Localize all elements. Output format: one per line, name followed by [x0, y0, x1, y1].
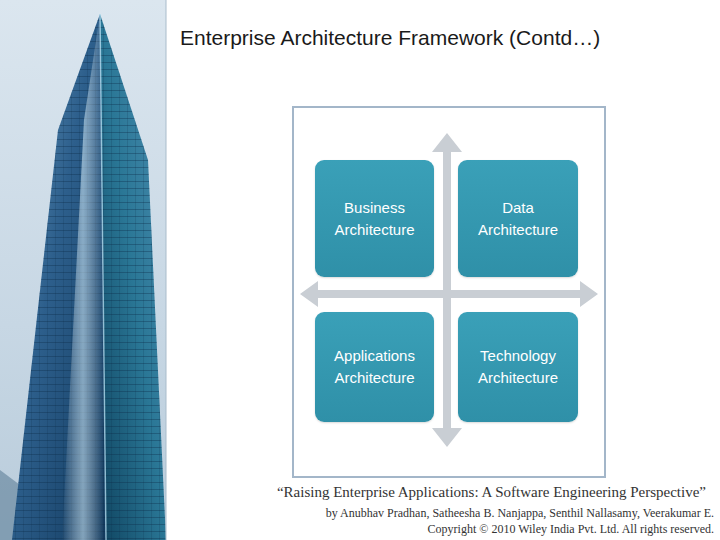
horizontal-double-arrow: [300, 281, 598, 307]
architecture-box: Business Architecture: [315, 160, 434, 277]
image-border: [166, 0, 167, 540]
architecture-box: Applications Architecture: [315, 312, 434, 422]
tower-reflection: [62, 14, 104, 540]
tower-facet-right: [100, 14, 166, 540]
box-label: Data Architecture: [466, 197, 570, 241]
tower-edge: [100, 14, 106, 540]
tower-facet-left: [12, 14, 106, 540]
citation-line: by Anubhav Pradhan, Satheesha B. Nanjapp…: [326, 506, 714, 521]
tower-floors-left: [12, 14, 106, 540]
box-label: Technology Architecture: [466, 345, 570, 389]
tower-floors-right: [100, 14, 166, 540]
box-label: Applications Architecture: [323, 345, 426, 389]
sky-backdrop: [0, 0, 166, 540]
citation-line: “Raising Enterprise Applications: A Soft…: [277, 484, 706, 501]
architecture-box: Technology Architecture: [458, 312, 578, 422]
diagram-frame: [293, 107, 605, 477]
box-label: Business Architecture: [323, 197, 426, 241]
architecture-box: Data Architecture: [458, 160, 578, 277]
slide-title: Enterprise Architecture Framework (Contd…: [180, 26, 600, 50]
citation-line: Copyright © 2010 Wiley India Pvt. Ltd. A…: [428, 522, 714, 537]
